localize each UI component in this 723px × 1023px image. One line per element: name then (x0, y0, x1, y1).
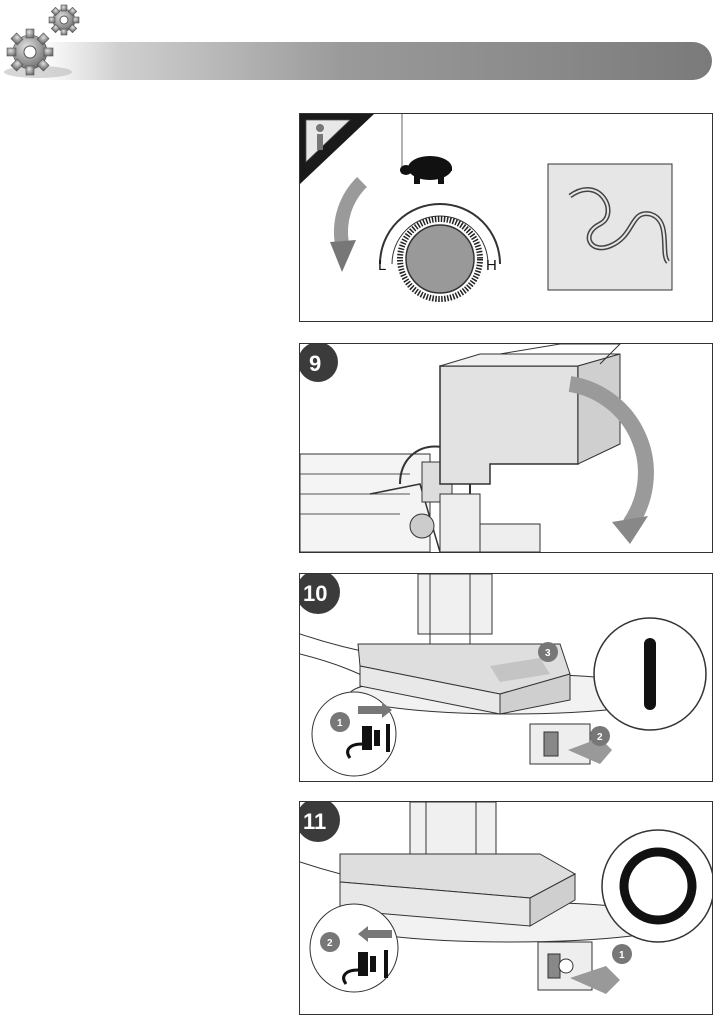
power-plug-icon: 2 (320, 926, 392, 985)
dial-low-label: L (378, 257, 386, 274)
marker-1: 1 (337, 718, 343, 729)
panel-speed-dial: L H (299, 113, 713, 322)
panel-step-10: 3 2 1 10 (299, 573, 713, 782)
step-badge: 9 (300, 344, 338, 382)
header-bar (40, 42, 712, 80)
step-badge: 10 (300, 574, 340, 614)
marker-2: 2 (327, 938, 333, 949)
step-number: 10 (303, 581, 327, 606)
info-icon (316, 124, 324, 150)
page-header (0, 0, 723, 100)
panel-step-9: 9 (299, 343, 713, 553)
dial-high-label: H (486, 257, 497, 274)
step-number: 9 (309, 351, 321, 376)
step-badge: 11 (300, 802, 340, 842)
power-plug-icon: 1 (330, 702, 392, 759)
scroll-cut-sample (547, 163, 673, 291)
panel-step-11: 1 2 11 (299, 801, 713, 1015)
marker-2: 2 (597, 732, 603, 743)
marker-1: 1 (619, 950, 625, 961)
step-number: 11 (303, 809, 326, 834)
marker-3: 3 (545, 648, 551, 659)
gears-icon (4, 4, 80, 78)
turtle-icon (400, 156, 452, 184)
